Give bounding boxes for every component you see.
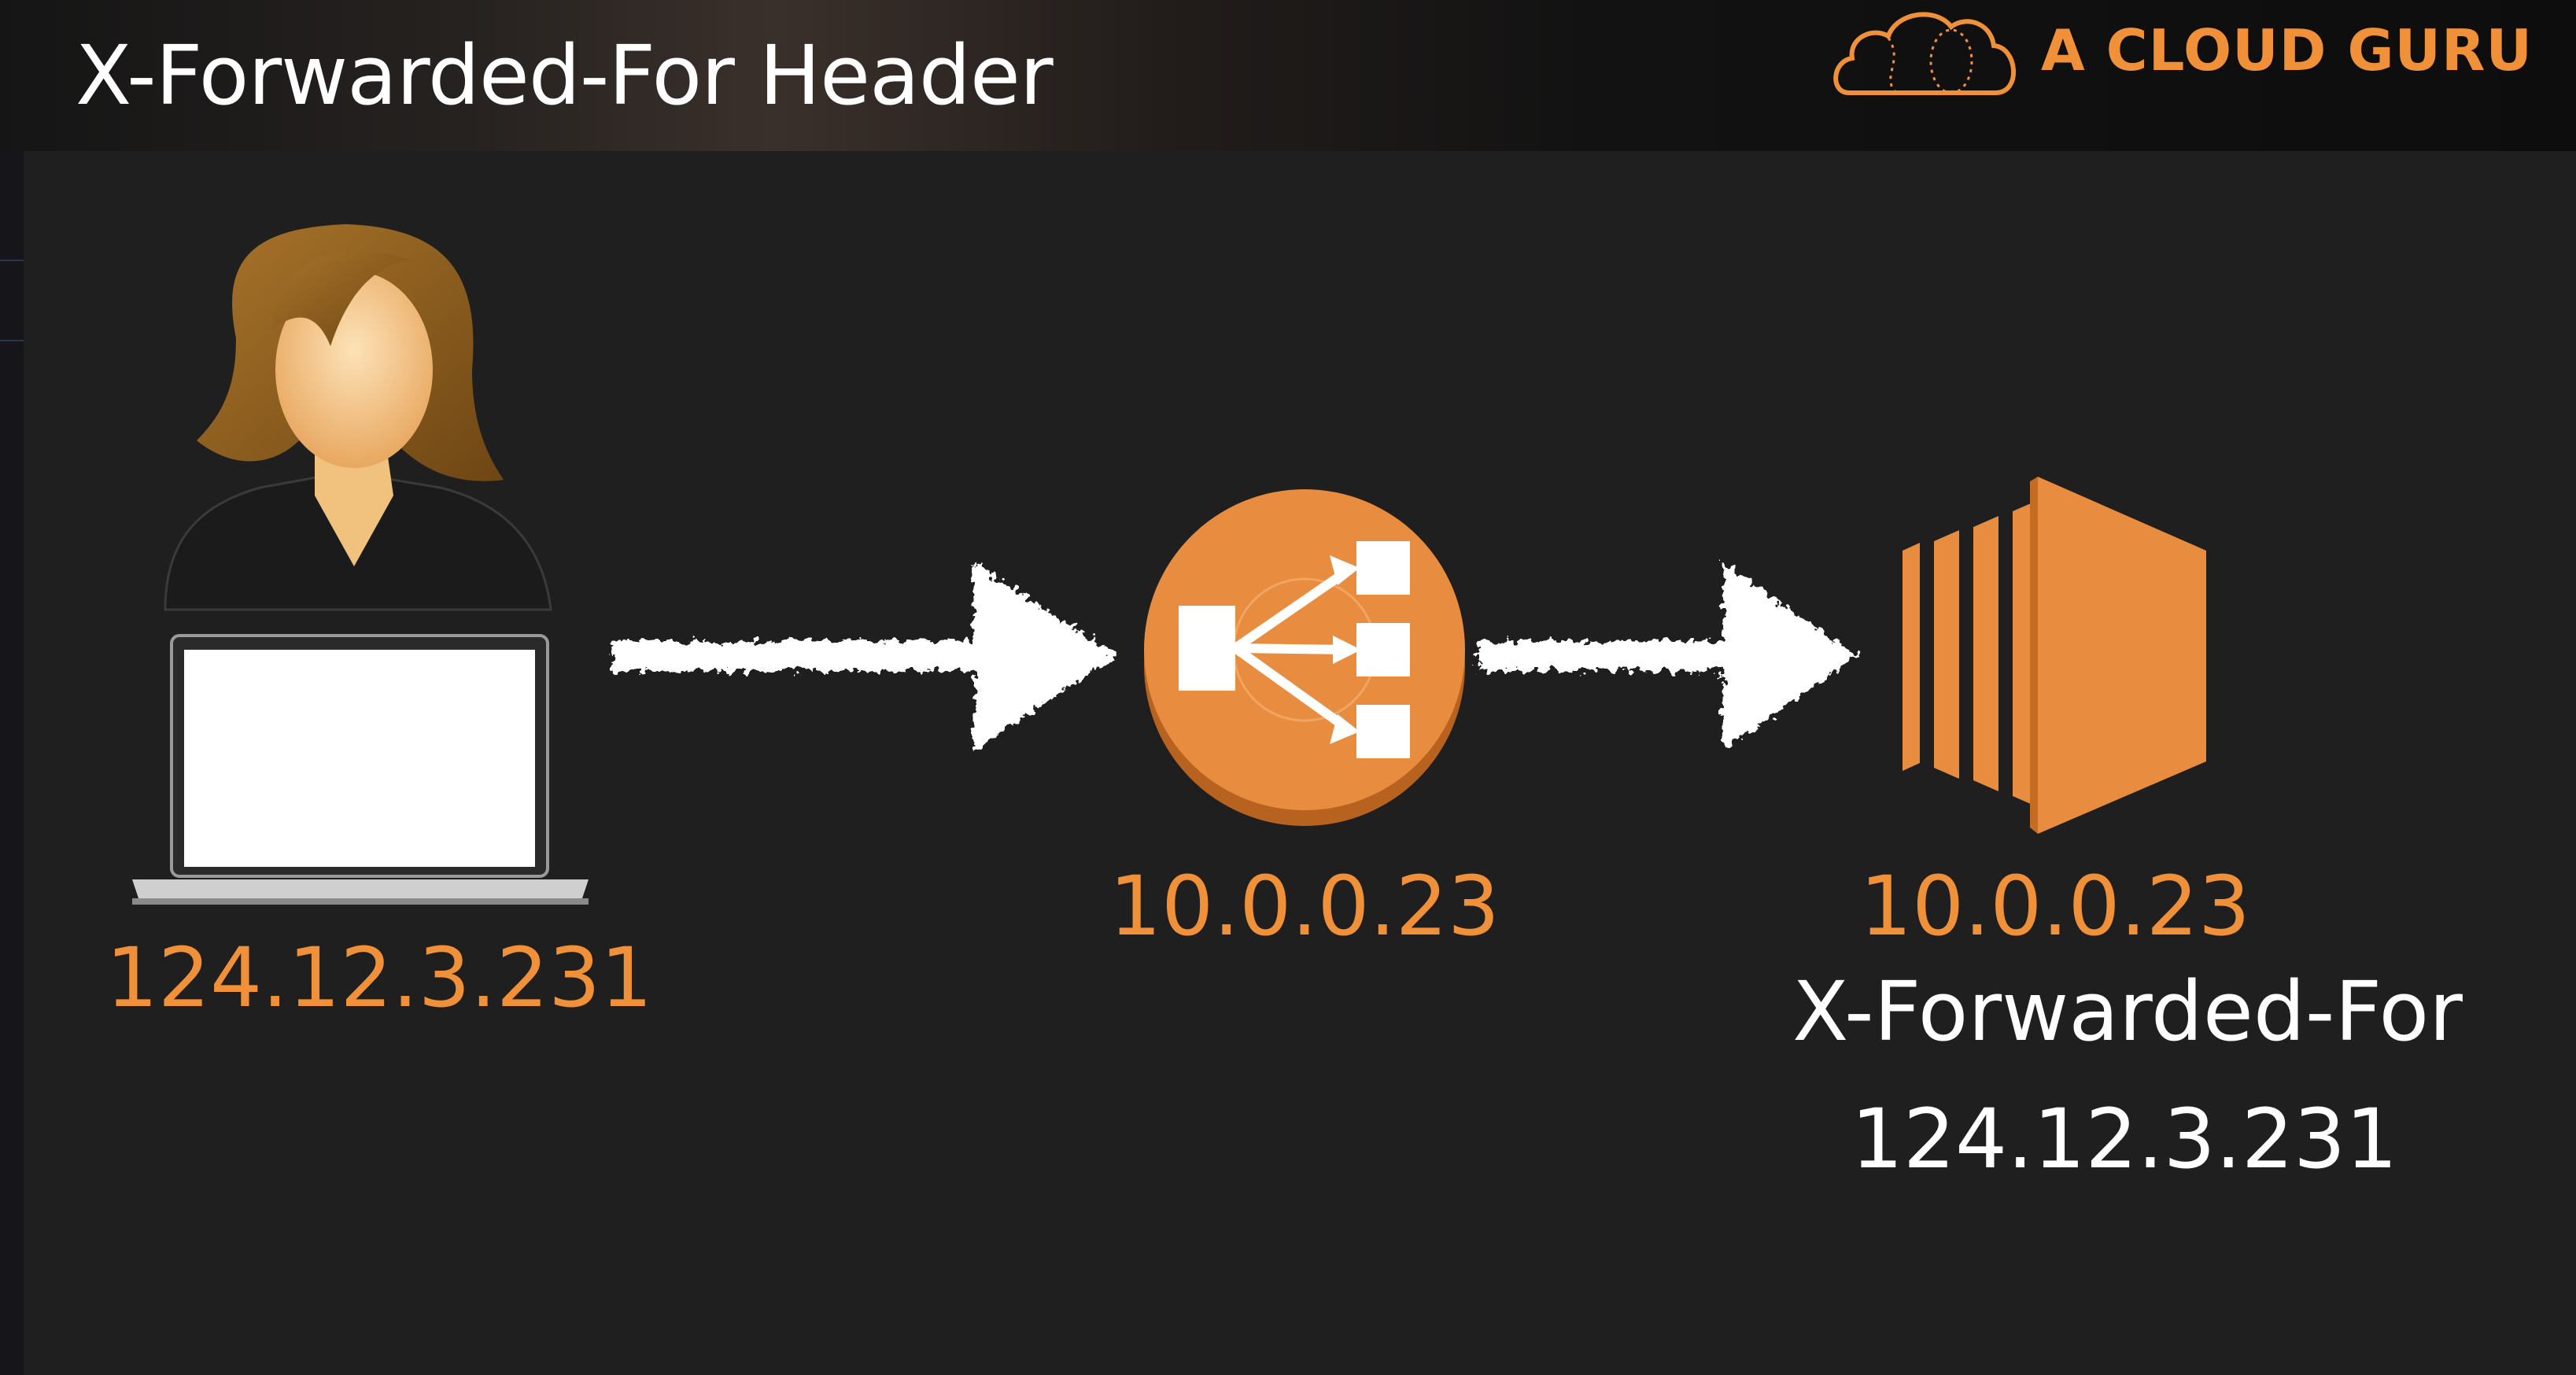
- header-bar: [0, 0, 2576, 151]
- forwarded-header-name: X-Forwarded-For: [1792, 964, 2463, 1060]
- arrow-right-icon: [612, 562, 1117, 750]
- brand-logo: A CLOUD GURU: [1833, 6, 2541, 101]
- ec2-instance-icon: [1902, 477, 2206, 834]
- forwarded-header-value: 124.12.3.231: [1851, 1091, 2398, 1187]
- left-edge-strip: [0, 0, 24, 1375]
- server-ip: 10.0.0.23: [1859, 858, 2251, 954]
- page-title: X-Forwarded-For Header: [76, 28, 1054, 123]
- arrow-right-icon: [1478, 562, 1857, 750]
- load-balancer-icon: [1144, 489, 1465, 826]
- client-ip: 124.12.3.231: [105, 930, 653, 1026]
- user-with-laptop-icon: [132, 224, 589, 905]
- cloud-logo-icon: [1833, 12, 2016, 95]
- load-balancer-ip: 10.0.0.23: [1109, 858, 1500, 954]
- brand-name: A CLOUD GURU: [2041, 17, 2533, 83]
